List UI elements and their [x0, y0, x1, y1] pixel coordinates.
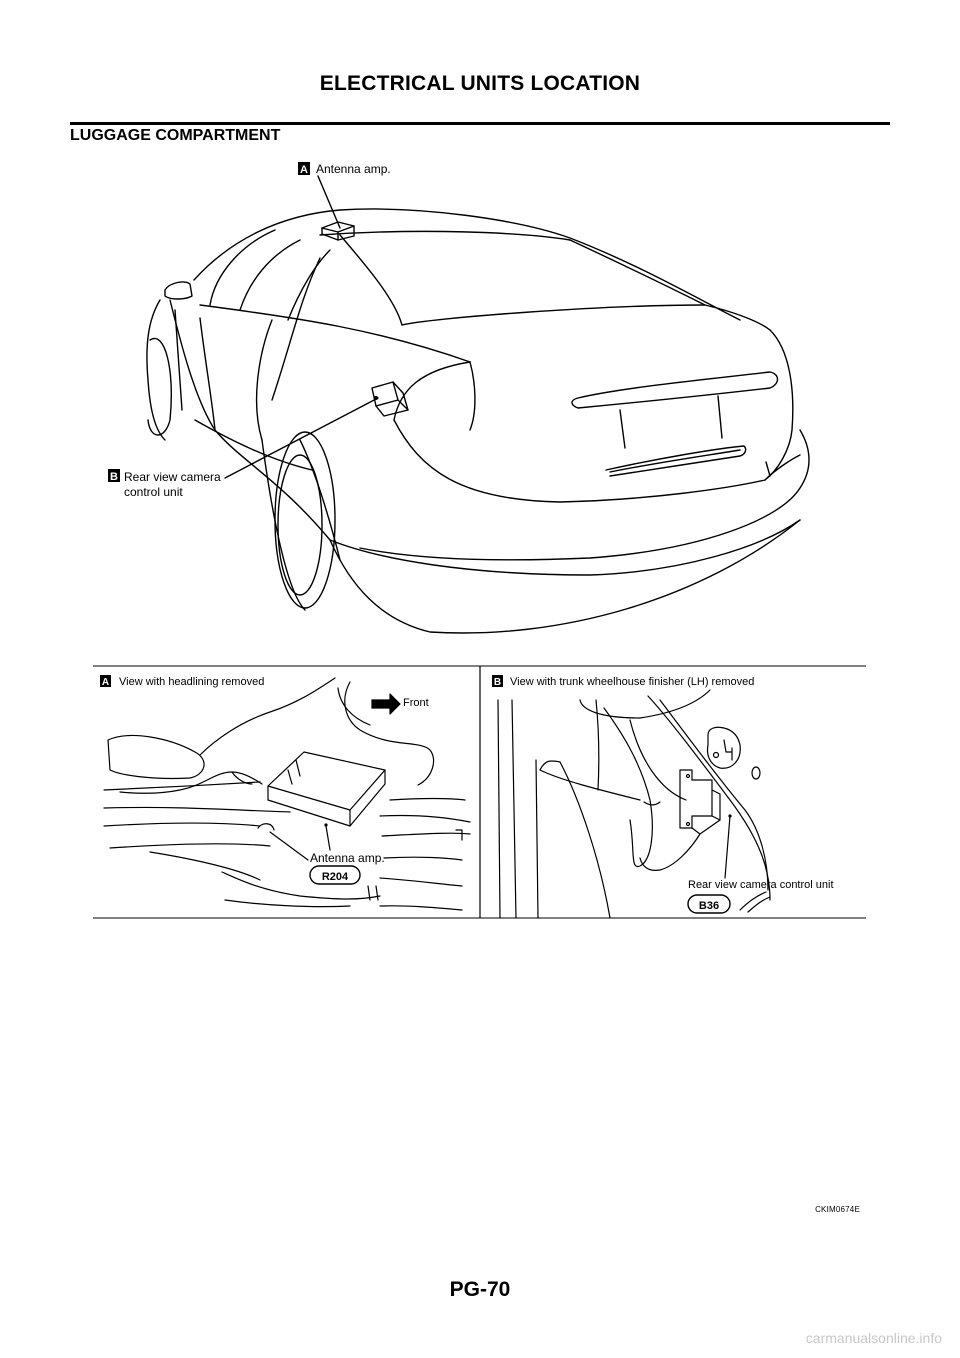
car-illustration [146, 208, 810, 634]
detail-a-marker: A [102, 677, 109, 688]
detail-b-connector-badge: B36 [699, 900, 719, 912]
page-number: PG-70 [449, 1278, 511, 1301]
watermark[interactable]: carmanualsonline.info [805, 1330, 942, 1346]
detail-a-front-label: Front [403, 697, 429, 709]
figure-code: CKIM0674E [815, 1205, 860, 1214]
detail-a-caption: View with headlining removed [119, 676, 264, 688]
detail-a-part-label: Antenna amp. [310, 851, 385, 865]
main-marker-b: B [110, 471, 118, 483]
main-marker-a: A [300, 164, 308, 176]
detail-b-illustration [497, 689, 771, 919]
detail-b-caption: View with trunk wheelhouse finisher (LH)… [510, 676, 754, 688]
section-heading: LUGGAGE COMPARTMENT [70, 127, 281, 144]
page-title: ELECTRICAL UNITS LOCATION [319, 72, 641, 95]
detail-a-connector-badge: R204 [322, 871, 349, 883]
title-rule [70, 122, 890, 125]
detail-b-marker: B [494, 677, 501, 688]
main-label-antenna-amp: Antenna amp. [316, 162, 391, 176]
main-label-camera-line2: control unit [124, 485, 183, 499]
detail-b-part-label: Rear view camera control unit [688, 879, 834, 891]
main-label-camera-line1: Rear view camera [124, 470, 221, 484]
detail-a-illustration [103, 677, 471, 911]
